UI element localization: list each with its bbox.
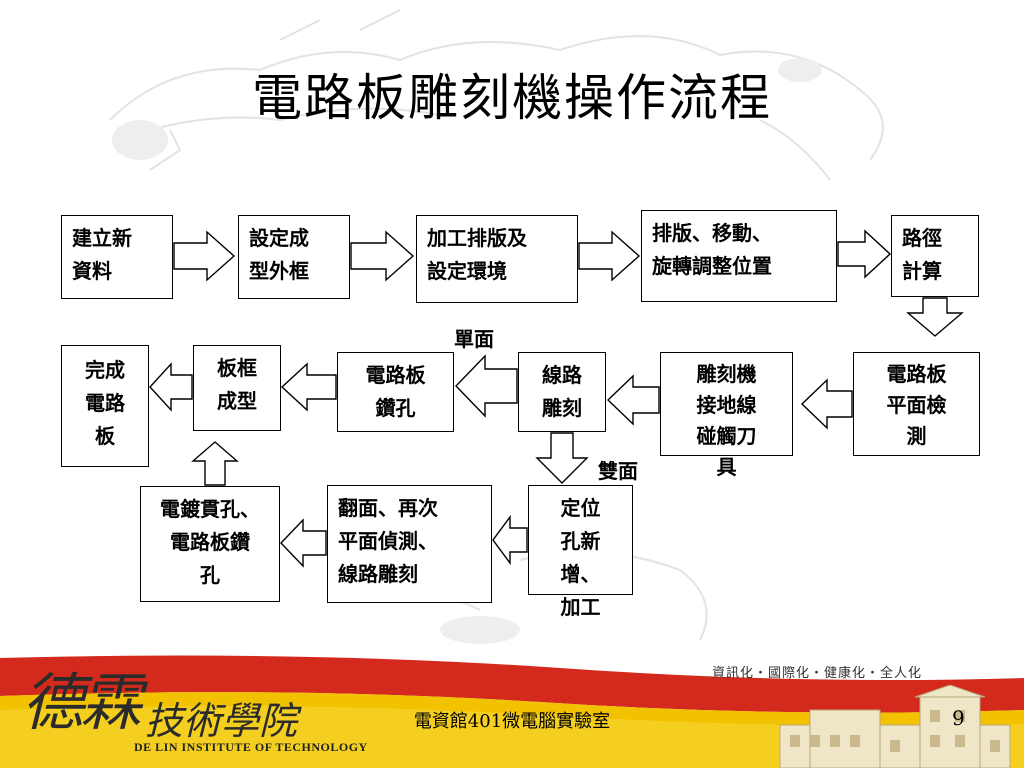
step-board-shape: 板框 成型: [193, 345, 281, 431]
school-logo-english: DE LIN INSTITUTE OF TECHNOLOGY: [134, 740, 368, 754]
arrow-left-icon: [492, 514, 528, 566]
arrow-left-icon: [606, 374, 660, 426]
arrow-down-icon: [535, 432, 589, 484]
step-ground-touch: 雕刻機 接地線 碰觸刀 具: [660, 352, 793, 479]
step-flatness-check: 電路板 平面檢 測: [853, 352, 980, 456]
background-map: [109, 9, 884, 644]
label-double-side: 雙面: [598, 459, 638, 483]
step-complete: 完成 電路 板: [61, 345, 149, 467]
step-drill: 電路板 鑽孔: [337, 352, 454, 432]
arrow-left-icon: [280, 362, 337, 412]
slogan: 資訊化・國際化・健康化・全人化: [712, 666, 923, 681]
building-image: [779, 685, 1011, 768]
arrow-up-icon: [191, 441, 239, 486]
step-set-outline: 設定成 型外框: [238, 215, 350, 299]
school-logo-text: 德霖: [22, 666, 142, 739]
arrow-right-icon: [350, 230, 415, 282]
footer-lab-name: 電資館401微電腦實驗室: [413, 711, 611, 732]
arrow-right-icon: [837, 229, 892, 279]
arrow-left-icon: [280, 518, 327, 568]
step-plating-drill: 電鍍貫孔、 電路板鑽 孔: [140, 486, 280, 602]
school-logo-subtext: 技術學院: [145, 699, 298, 743]
step-locate-holes: 定位 孔新 增、 加工: [528, 485, 633, 619]
step-path-calc: 路徑 計算: [891, 215, 979, 297]
arrow-left-icon: [455, 354, 518, 418]
arrow-right-icon: [578, 230, 641, 282]
label-single-side: 單面: [454, 327, 494, 351]
step-layout-env: 加工排版及 設定環境: [416, 215, 578, 303]
arrow-left-icon: [149, 362, 193, 412]
step-flip-engrave: 翻面、再次 平面偵測、 線路雕刻: [327, 485, 492, 603]
arrow-down-icon: [906, 297, 964, 337]
page-number: 9: [952, 706, 965, 730]
page-title: 電路板雕刻機操作流程: [252, 69, 772, 127]
step-create-data: 建立新 資料: [61, 215, 173, 299]
footer-band: [0, 655, 1024, 768]
arrow-right-icon: [173, 230, 236, 282]
step-arrange-position: 排版、移動、 旋轉調整位置: [641, 210, 837, 302]
arrow-left-icon: [800, 378, 853, 430]
step-trace-engrave: 線路 雕刻: [518, 352, 606, 432]
